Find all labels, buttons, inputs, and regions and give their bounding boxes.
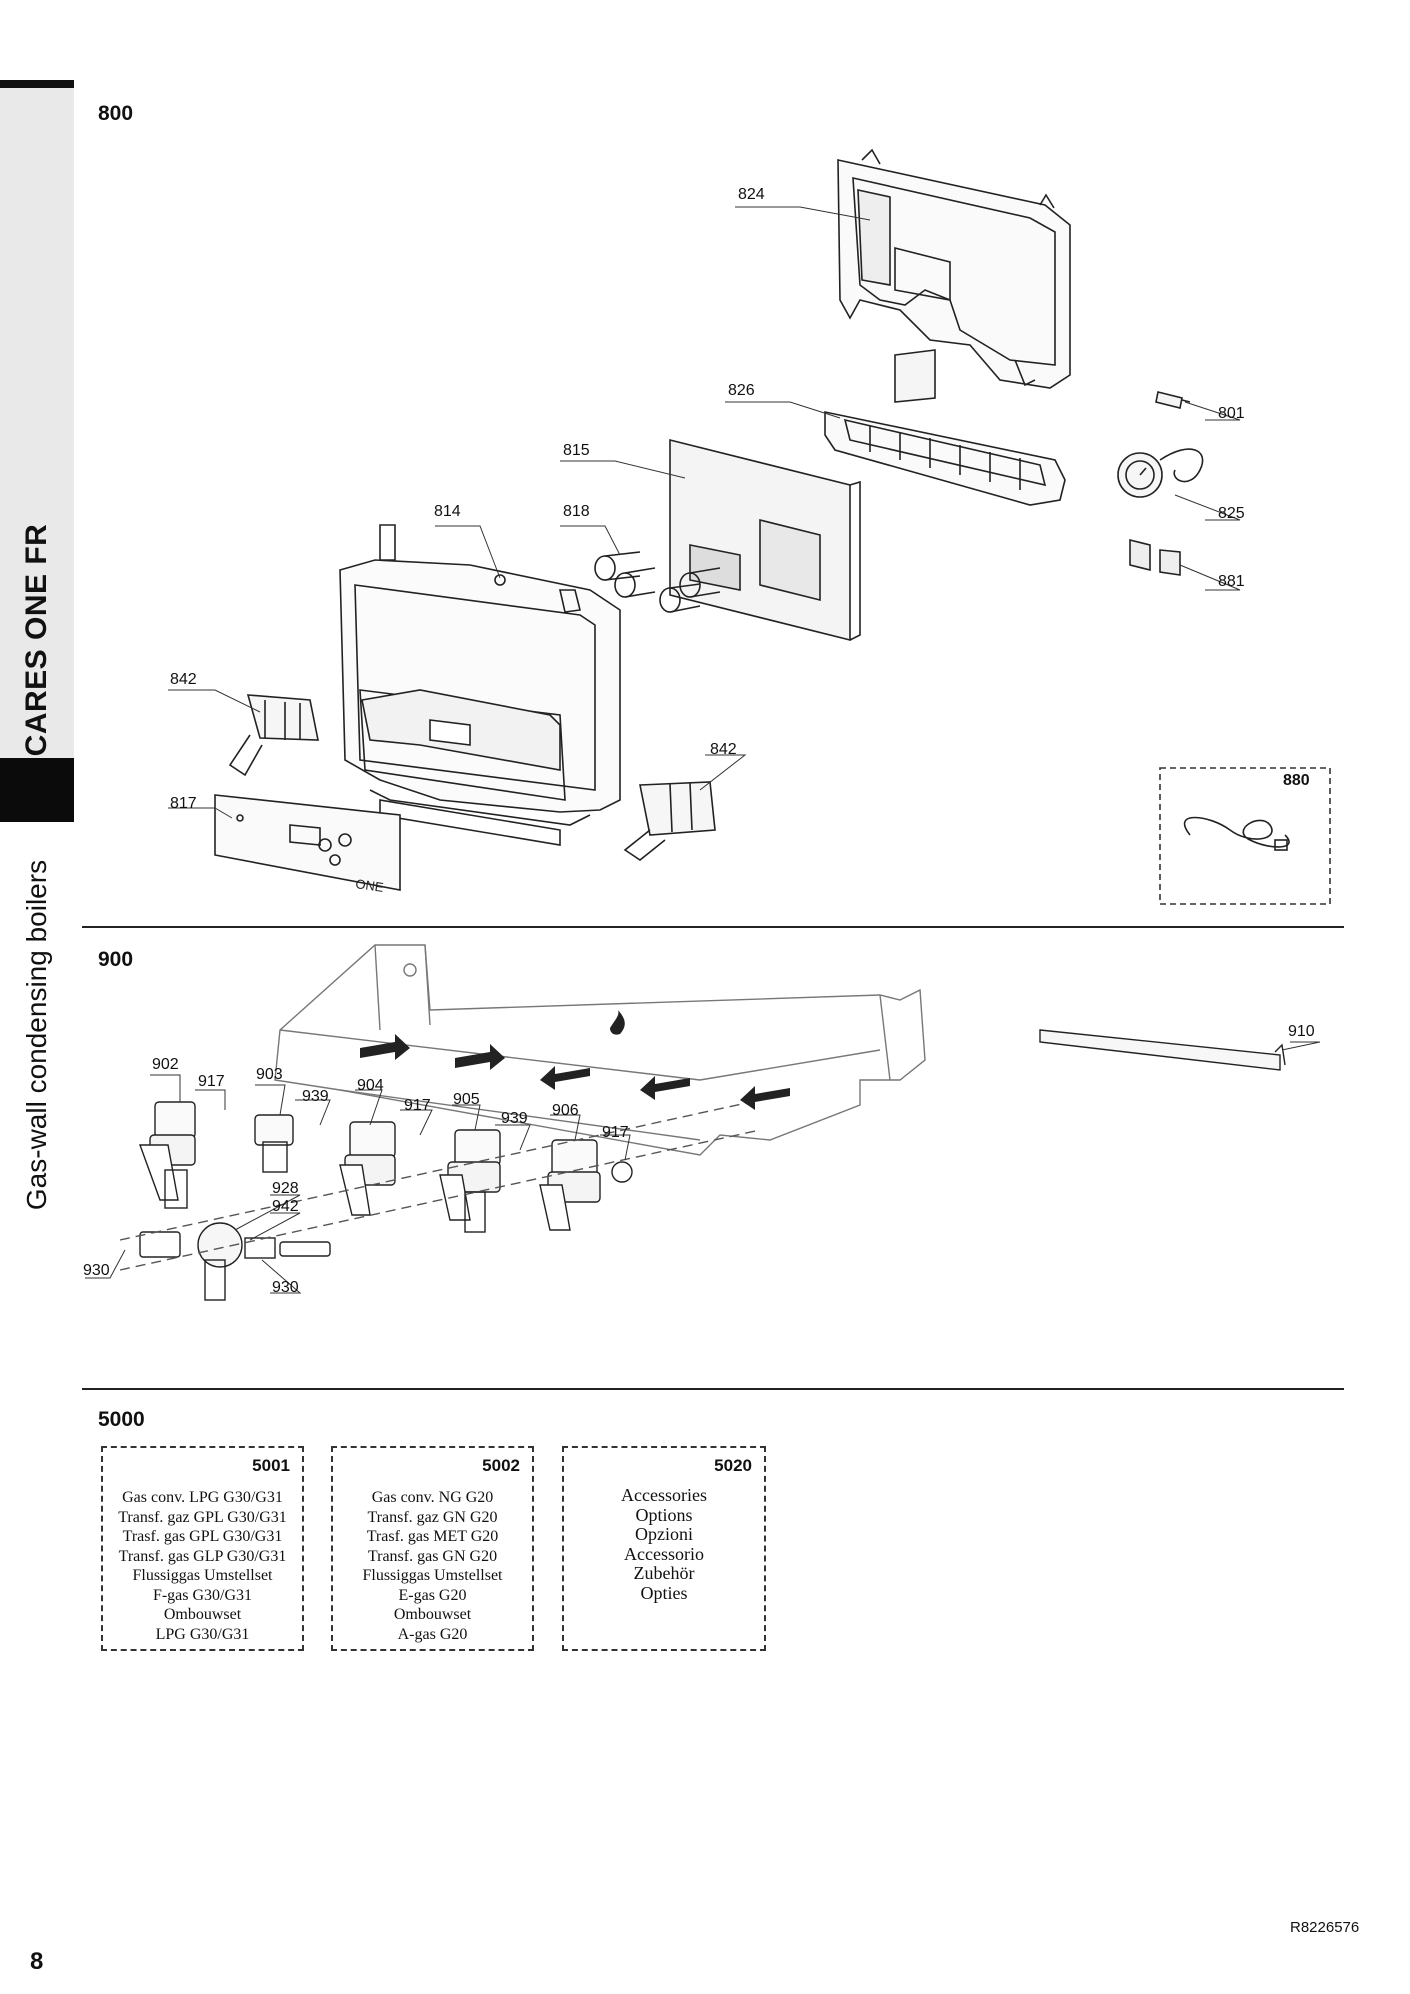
kit-line: Transf. gas GN G20: [367, 1547, 498, 1565]
kit-line: F-gas G30/G31: [152, 1586, 253, 1604]
callout-824: 824: [738, 186, 765, 203]
sidebar-black-tab: [0, 758, 74, 822]
kit-line: Ombouwset: [393, 1606, 472, 1623]
callout-825: 825: [1218, 505, 1245, 522]
callout-842-right: 842: [710, 741, 737, 758]
valve-903: [254, 1114, 294, 1173]
sidebar-top-bar: [0, 80, 74, 88]
callout-939-b: 939: [501, 1110, 528, 1127]
filter-assembly-928: [139, 1222, 331, 1301]
sidebar-band: [0, 88, 74, 758]
flow-arrows: [360, 1010, 790, 1110]
kit-line: Ombouwset: [163, 1606, 242, 1623]
section-divider-1: [82, 926, 1344, 928]
exploded-view-800: ONE: [168, 148, 1331, 905]
kit-box-5001: 5001 Gas conv. LPG G30/G31 Transf. gaz G…: [101, 1446, 304, 1651]
callout-906: 906: [552, 1102, 579, 1119]
valve-904: [339, 1121, 396, 1216]
part-wall-bracket-frame: [274, 944, 926, 1156]
kit-line: Trasf. gas MET G20: [366, 1528, 499, 1545]
callout-818: 818: [563, 503, 590, 520]
callout-826: 826: [728, 382, 755, 399]
callout-817: 817: [170, 795, 197, 812]
kit-line: LPG G30/G31: [155, 1625, 250, 1643]
callout-842-left: 842: [170, 671, 197, 688]
part-801-fuse: [1155, 391, 1191, 409]
leader-lines-800: [168, 206, 1241, 819]
part-842-right-clip: [623, 781, 716, 861]
kit-line: Flussiggas Umstellset: [132, 1567, 273, 1584]
accessory-box-880-label: 880: [1283, 772, 1310, 789]
part-818-connectors: [594, 551, 721, 613]
section-divider-2: [82, 1388, 1344, 1390]
kit-line: Accessorio: [624, 1543, 704, 1564]
kit-code-5020: 5020: [714, 1456, 752, 1475]
kit-line: E-gas G20: [398, 1586, 467, 1604]
part-825-pressure-gauge: [1117, 448, 1204, 498]
kit-line: Transf. gaz GN G20: [367, 1508, 498, 1526]
kit-line: Transf. gaz GPL G30/G31: [118, 1508, 287, 1526]
callout-917-a: 917: [198, 1073, 225, 1090]
kit-line: Gas conv. NG G20: [371, 1489, 494, 1506]
kit-code-5001: 5001: [252, 1456, 290, 1475]
part-817-front-panel: [214, 794, 401, 891]
front-panel-logo-text: ONE: [355, 876, 385, 895]
kit-line: A-gas G20: [397, 1625, 468, 1643]
callout-904: 904: [357, 1077, 384, 1094]
callout-930-left: 930: [83, 1262, 110, 1279]
assembly-axis-line: [119, 1099, 761, 1241]
part-826-bracket: [824, 349, 1066, 506]
part-814-housing: [339, 524, 621, 846]
section-800-title: 800: [98, 102, 134, 125]
page-number: 8: [30, 1948, 44, 1975]
kit-line: Zubehör: [633, 1563, 695, 1583]
kit-line: Opties: [640, 1582, 688, 1603]
callout-942: 942: [272, 1198, 299, 1215]
part-815-pcb: [669, 438, 861, 642]
kit-line: Gas conv. LPG G30/G31: [122, 1489, 283, 1506]
part-842-left-clip: [228, 694, 319, 777]
callout-903: 903: [256, 1066, 283, 1083]
kit-lines-5020: Accessories Options Opzioni Accessorio Z…: [564, 1485, 764, 1603]
callout-814: 814: [434, 503, 461, 520]
kit-line: Trasf. gas GPL G30/G31: [122, 1528, 283, 1545]
section-5000-title: 5000: [98, 1408, 145, 1431]
kit-line: Options: [635, 1504, 693, 1525]
callout-930-right: 930: [272, 1279, 299, 1296]
kit-box-5002: 5002 Gas conv. NG G20 Transf. gaz GN G20…: [331, 1446, 534, 1651]
kit-code-5002: 5002: [482, 1456, 520, 1475]
valve-905: [439, 1129, 501, 1233]
callout-928: 928: [272, 1180, 299, 1197]
callout-815: 815: [563, 442, 590, 459]
part-881-switch: [1129, 538, 1181, 576]
section-900-title: 900: [98, 948, 134, 971]
callout-917-c: 917: [602, 1124, 629, 1141]
callout-917-b: 917: [404, 1097, 431, 1114]
callout-902: 902: [152, 1056, 179, 1073]
kit-line: Accessories: [621, 1485, 707, 1505]
callout-910: 910: [1288, 1023, 1315, 1040]
valve-906: [539, 1139, 633, 1231]
callout-905: 905: [453, 1091, 480, 1108]
leader-lines-900: [85, 1041, 1321, 1294]
accessory-box-880: [1159, 767, 1331, 905]
kit-box-5020: 5020 Accessories Options Opzioni Accesso…: [562, 1446, 766, 1651]
kit-lines-5002: Gas conv. NG G20 Transf. gaz GN G20 Tras…: [333, 1488, 532, 1644]
kit-line: Opzioni: [635, 1524, 693, 1544]
kit-line: Transf. gas GLP G30/G31: [118, 1547, 287, 1565]
kit-lines-5001: Gas conv. LPG G30/G31 Transf. gaz GPL G3…: [103, 1488, 302, 1644]
part-824-cover: [837, 148, 1071, 389]
kit-line: Flussiggas Umstellset: [362, 1567, 503, 1584]
callout-881: 881: [1218, 573, 1245, 590]
callout-801: 801: [1218, 405, 1245, 422]
valve-902: [139, 1101, 196, 1209]
document-reference: R8226576: [1290, 1919, 1360, 1936]
callout-939-a: 939: [302, 1088, 329, 1105]
exploded-view-900: [85, 944, 1321, 1301]
part-880-cable: [1183, 816, 1290, 851]
part-910-rail: [1039, 1029, 1286, 1071]
